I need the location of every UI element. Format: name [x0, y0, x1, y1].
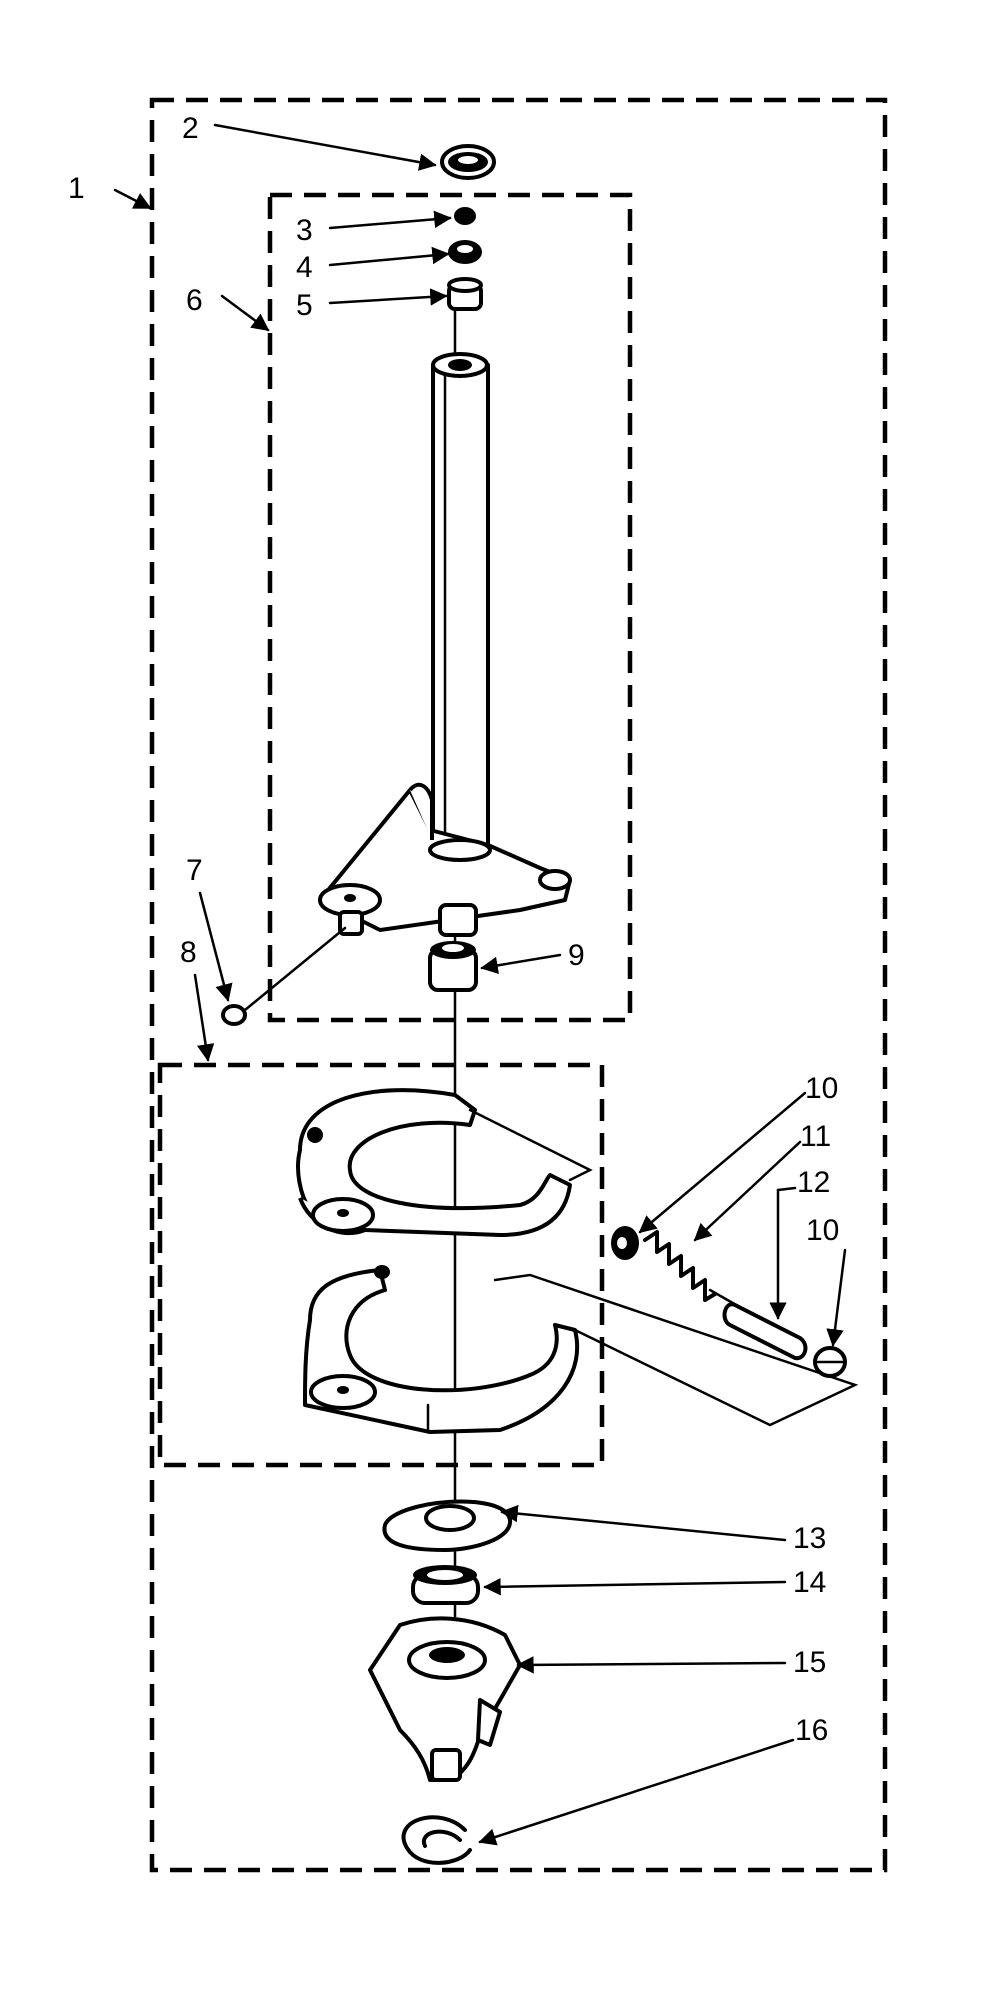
link-line-upper	[468, 1108, 593, 1182]
callout-5: 5	[296, 289, 313, 322]
leader-12a	[776, 1186, 797, 1192]
part-16-retaining-ring	[401, 1815, 472, 1865]
callout-3: 3	[296, 214, 313, 247]
callout-8: 8	[180, 936, 197, 969]
subassembly-boundary-6	[267, 192, 633, 1023]
leader-14	[483, 1577, 787, 1596]
callout-10a: 10	[805, 1072, 838, 1105]
leader-2	[213, 123, 437, 171]
callout-4: 4	[296, 251, 313, 284]
part-11-spring	[643, 1230, 747, 1312]
part-7-clip	[221, 926, 347, 1026]
leader-7	[198, 891, 233, 1002]
part-12-pin	[722, 1302, 808, 1361]
part-3-washer	[454, 207, 476, 225]
part-9-bushing	[428, 941, 478, 992]
leader-11	[693, 1140, 802, 1242]
leader-4	[328, 246, 450, 267]
callout-15: 15	[793, 1646, 826, 1679]
part-14-bearing	[411, 1565, 480, 1605]
part-4-ring	[448, 240, 482, 264]
part-6-shaft-assembly	[318, 352, 572, 937]
leader-10b	[826, 1248, 847, 1347]
leader-13	[500, 1504, 787, 1542]
callout-11: 11	[800, 1120, 831, 1153]
part-2-seal	[440, 144, 496, 180]
callout-2: 2	[182, 112, 199, 145]
leader-3	[328, 210, 452, 230]
callout-7: 7	[186, 854, 203, 887]
callout-6: 6	[186, 284, 203, 317]
callout-14: 14	[793, 1566, 826, 1599]
part-10-washer-b	[813, 1346, 847, 1378]
callout-12: 12	[797, 1166, 830, 1199]
part-8-upper-half	[296, 1088, 572, 1237]
leader-9	[480, 953, 562, 975]
part-8-lower-half	[303, 1265, 580, 1434]
callout-1: 1	[68, 172, 85, 205]
part-5-bushing	[447, 277, 483, 311]
leader-5	[328, 288, 448, 306]
callout-10b: 10	[806, 1214, 839, 1247]
assembly-boundary-1	[149, 97, 888, 1873]
subassembly-boundary-8	[157, 1062, 605, 1468]
callout-labels: 1 2 3 4 5 6 7 8 9 10 11 12 10 13 14 15 1…	[68, 112, 839, 1747]
leader-1	[113, 188, 152, 210]
part-10-washer-a	[611, 1226, 639, 1260]
callout-13: 13	[793, 1522, 826, 1555]
leader-10a	[638, 1091, 807, 1234]
link-line-lower	[493, 1273, 859, 1427]
part-15-cam-housing	[368, 1616, 522, 1782]
leader-lines	[113, 123, 847, 1846]
leader-15	[516, 1656, 787, 1674]
leader-16	[478, 1738, 795, 1846]
part-13-plate	[382, 1499, 512, 1552]
callout-9: 9	[568, 939, 585, 972]
leader-6	[220, 294, 270, 332]
leader-8	[193, 973, 215, 1062]
callout-16: 16	[795, 1714, 828, 1747]
